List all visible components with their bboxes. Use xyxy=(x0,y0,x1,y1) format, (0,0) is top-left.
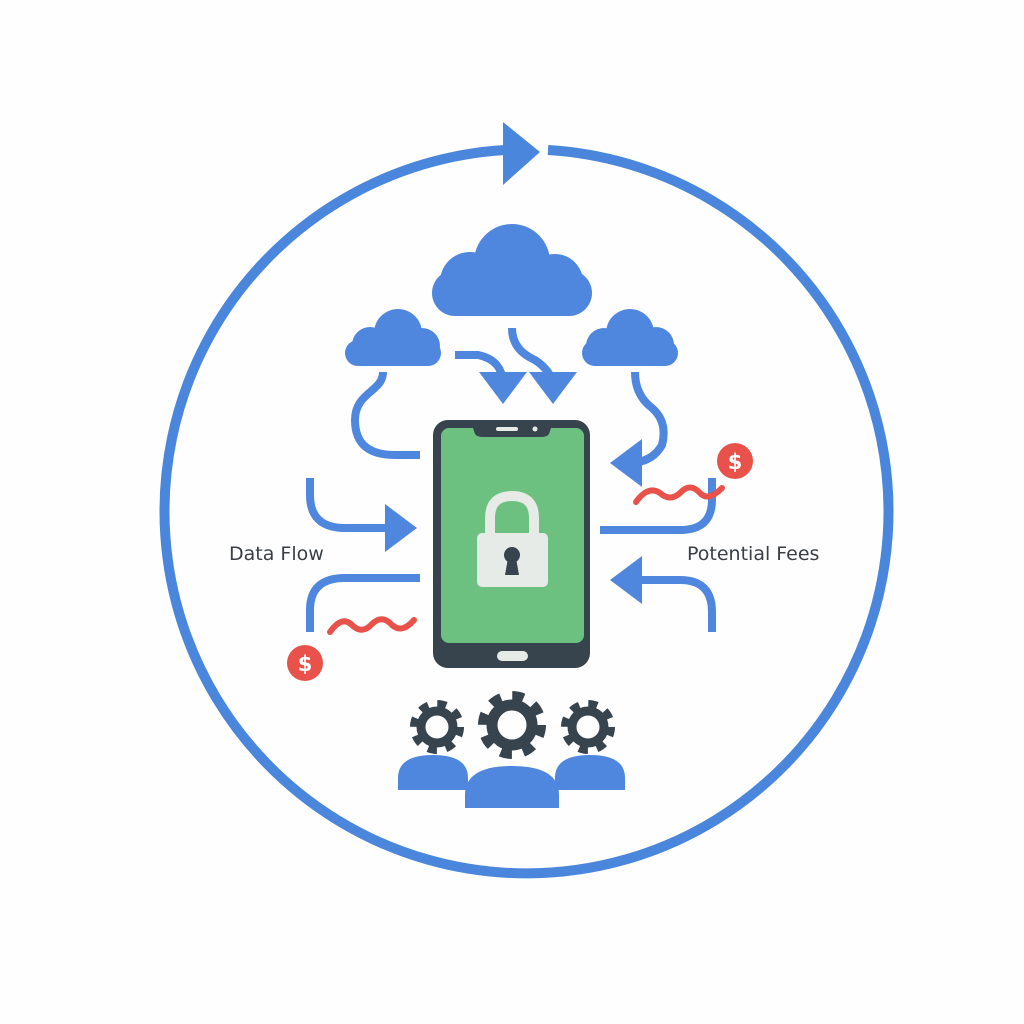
cycle-arrowhead-icon xyxy=(503,122,540,185)
phone-notch xyxy=(473,428,551,437)
data-flow-arrows xyxy=(306,327,716,632)
gear-icon-left xyxy=(410,700,464,754)
gears xyxy=(410,691,615,759)
home-button xyxy=(497,651,528,661)
dollar-icon: $ xyxy=(298,652,313,676)
potential-fees-label: Potential Fees xyxy=(687,543,820,565)
fee-squiggles xyxy=(327,484,725,635)
arrow-left-cloud xyxy=(350,371,420,459)
person-left xyxy=(398,755,468,790)
cloud-icon-left xyxy=(345,309,441,366)
people-group-icon xyxy=(398,755,625,808)
data-flow-label: Data Flow xyxy=(229,543,324,565)
arrow-cloud-down-1 xyxy=(455,351,527,404)
arrow-left-out xyxy=(306,574,420,632)
person-right xyxy=(555,755,625,790)
cloud-icon-large xyxy=(432,224,592,316)
arrow-right-in xyxy=(610,556,716,632)
gear-icon-center xyxy=(478,691,546,759)
cloud-icon-right xyxy=(582,309,678,366)
gear-icon-right xyxy=(561,700,615,754)
arrow-cloud-down-2 xyxy=(508,327,577,404)
arrow-right-cloud xyxy=(610,371,668,487)
fee-badge-left: $ xyxy=(287,645,323,681)
dollar-icon: $ xyxy=(728,450,743,474)
arrow-right-out xyxy=(600,478,716,534)
person-center xyxy=(465,766,559,808)
cycle-ring xyxy=(159,122,894,879)
arrow-left-in xyxy=(306,478,417,552)
fee-squiggle-left xyxy=(327,616,417,635)
fee-squiggle-right xyxy=(633,484,725,505)
fee-badge-right: $ xyxy=(717,443,753,479)
lock-icon xyxy=(477,490,548,587)
